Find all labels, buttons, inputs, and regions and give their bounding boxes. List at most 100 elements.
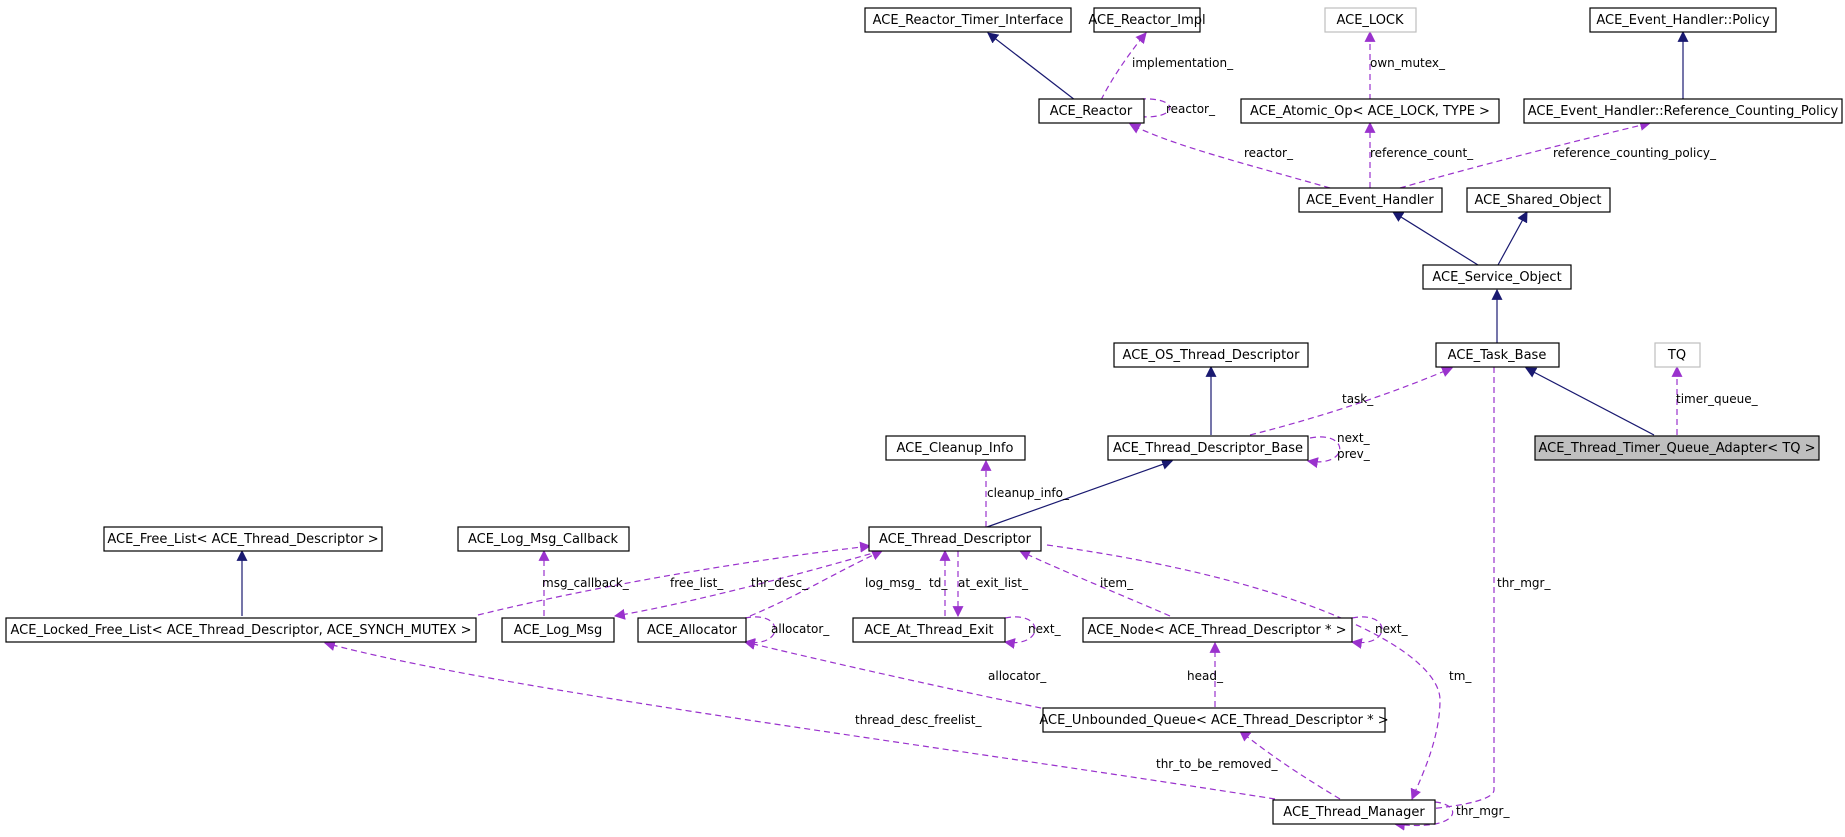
label-td: td_ (929, 576, 948, 590)
edge-task-base (1525, 367, 1655, 436)
label-allocator-self: allocator_ (771, 622, 830, 636)
label-task: task_ (1342, 392, 1374, 406)
node-label: ACE_Event_Handler (1306, 193, 1434, 208)
edge-reactor-timer-interface (987, 32, 1076, 101)
node-reactor-impl[interactable]: ACE_Reactor_Impl (1088, 7, 1206, 33)
node-label: TQ (1667, 348, 1686, 363)
node-event-handler[interactable]: ACE_Event_Handler (1298, 187, 1443, 213)
node-label: ACE_Thread_Descriptor (879, 532, 1032, 547)
node-thread-descriptor-list-node[interactable]: ACE_Node< ACE_Thread_Descriptor * > (1082, 617, 1353, 643)
node-unbounded-queue[interactable]: ACE_Unbounded_Queue< ACE_Thread_Descript… (1039, 707, 1389, 733)
node-reactor[interactable]: ACE_Reactor (1038, 98, 1145, 124)
node-tq[interactable]: TQ (1654, 342, 1701, 368)
label-free-list: free_list_ (670, 576, 724, 590)
node-refcount-policy[interactable]: ACE_Event_Handler::Reference_Counting_Po… (1523, 98, 1843, 124)
edge-allocator (743, 638, 1101, 721)
edge-thread-desc-freelist (323, 640, 1276, 800)
node-atomic-op[interactable]: ACE_Atomic_Op< ACE_LOCK, TYPE > (1240, 98, 1500, 124)
node-label: ACE_Task_Base (1448, 348, 1547, 363)
node-event-handler-policy[interactable]: ACE_Event_Handler::Policy (1589, 7, 1777, 33)
label-cleanup-info: cleanup_info_ (987, 486, 1070, 500)
edge-thread-descriptor-base (986, 459, 1174, 528)
node-service-object[interactable]: ACE_Service_Object (1422, 264, 1572, 290)
edge-next-node (1350, 616, 1383, 649)
node-label: ACE_Locked_Free_List< ACE_Thread_Descrip… (11, 623, 472, 638)
edge-item (1019, 550, 1171, 617)
node-label: ACE_Node< ACE_Thread_Descriptor * > (1087, 623, 1346, 638)
node-allocator[interactable]: ACE_Allocator (637, 617, 747, 643)
node-label: ACE_Thread_Timer_Queue_Adapter< TQ > (1538, 441, 1815, 456)
node-at-thread-exit[interactable]: ACE_At_Thread_Exit (852, 617, 1006, 643)
node-ace-lock[interactable]: ACE_LOCK (1324, 7, 1417, 33)
node-label: ACE_At_Thread_Exit (864, 623, 993, 638)
edge-thr-desc (613, 550, 881, 620)
node-thread-manager[interactable]: ACE_Thread_Manager (1272, 799, 1436, 825)
node-label: ACE_Atomic_Op< ACE_LOCK, TYPE > (1250, 104, 1490, 119)
edge-free-list-td (477, 541, 872, 616)
edge-shared-object (1497, 211, 1528, 266)
node-thread-timer-queue-adapter[interactable]: ACE_Thread_Timer_Queue_Adapter< TQ > (1534, 435, 1820, 461)
edge-log-msg (749, 550, 884, 617)
label-at-exit-list: at_exit_list_ (958, 576, 1029, 590)
edge-thr-mgr-task (1388, 367, 1495, 817)
node-label: ACE_Free_List< ACE_Thread_Descriptor > (107, 532, 378, 547)
edge-thr-to-be-removed (1239, 730, 1341, 800)
node-os-thread-descriptor[interactable]: ACE_OS_Thread_Descriptor (1113, 342, 1309, 368)
label-tm: tm_ (1449, 669, 1472, 683)
edge-thr-mgr-self (1393, 801, 1454, 831)
label-next-exit: next_ (1028, 622, 1062, 636)
edge-implementation (1100, 32, 1147, 101)
edge-tm (1046, 544, 1441, 801)
label-reactor-self: reactor_ (1166, 102, 1216, 116)
node-thread-descriptor-base[interactable]: ACE_Thread_Descriptor_Base (1107, 435, 1309, 461)
label-next-node: next_ (1375, 622, 1409, 636)
label-thr-desc: thr_desc_ (751, 576, 809, 590)
node-label: ACE_Shared_Object (1474, 193, 1601, 208)
node-label: ACE_Service_Object (1432, 270, 1561, 285)
label-log-msg: log_msg_ (865, 576, 922, 590)
label-reference-count: reference_count_ (1370, 146, 1474, 160)
edge-task (1249, 366, 1454, 436)
node-shared-object[interactable]: ACE_Shared_Object (1466, 187, 1611, 213)
node-free-list[interactable]: ACE_Free_List< ACE_Thread_Descriptor > (103, 526, 383, 552)
edge-next-exit (1003, 616, 1036, 649)
node-label: ACE_OS_Thread_Descriptor (1123, 348, 1301, 363)
node-label: ACE_Log_Msg_Callback (468, 532, 619, 547)
node-label: ACE_Cleanup_Info (897, 441, 1014, 456)
node-thread-descriptor[interactable]: ACE_Thread_Descriptor (868, 526, 1042, 552)
node-log-msg[interactable]: ACE_Log_Msg (501, 617, 615, 643)
node-label: ACE_Reactor_Impl (1088, 13, 1205, 28)
label-timer-queue: timer_queue_ (1676, 392, 1759, 406)
label-own-mutex: own_mutex_ (1370, 56, 1446, 70)
node-reactor-timer-interface[interactable]: ACE_Reactor_Timer_Interface (864, 7, 1072, 33)
node-label: ACE_LOCK (1336, 13, 1404, 28)
edge-next-prev-base (1306, 436, 1341, 469)
label-prev-base: prev_ (1337, 447, 1371, 461)
node-task-base[interactable]: ACE_Task_Base (1435, 342, 1560, 368)
node-label: ACE_Reactor (1050, 104, 1133, 119)
edge-event-handler (1392, 211, 1479, 266)
label-implementation: implementation_ (1132, 56, 1234, 70)
edge-allocator-self (743, 616, 776, 649)
label-thr-mgr-task: thr_mgr_ (1497, 576, 1551, 590)
label-thread-desc-freelist: thread_desc_freelist_ (855, 713, 982, 727)
label-msg-callback: msg_callback_ (542, 576, 630, 590)
node-label: ACE_Unbounded_Queue< ACE_Thread_Descript… (1039, 713, 1388, 728)
node-locked-free-list[interactable]: ACE_Locked_Free_List< ACE_Thread_Descrip… (5, 617, 477, 643)
edge-reactor (1129, 123, 1331, 189)
node-label: ACE_Allocator (647, 623, 738, 638)
label-reference-counting-policy: reference_counting_policy_ (1553, 146, 1717, 160)
node-label: ACE_Log_Msg (514, 623, 602, 638)
label-thr-mgr-self: thr_mgr_ (1456, 804, 1510, 818)
node-log-msg-callback[interactable]: ACE_Log_Msg_Callback (457, 526, 630, 552)
node-label: ACE_Thread_Manager (1283, 805, 1425, 820)
label-item: item_ (1100, 576, 1134, 590)
label-thr-to-be-removed: thr_to_be_removed_ (1156, 757, 1278, 771)
node-label: ACE_Reactor_Timer_Interface (873, 13, 1064, 28)
node-cleanup-info[interactable]: ACE_Cleanup_Info (885, 435, 1026, 461)
node-label: ACE_Event_Handler::Policy (1596, 13, 1770, 28)
label-head: head_ (1187, 669, 1224, 683)
label-reactor: reactor_ (1244, 146, 1294, 160)
node-label: ACE_Thread_Descriptor_Base (1113, 441, 1303, 456)
